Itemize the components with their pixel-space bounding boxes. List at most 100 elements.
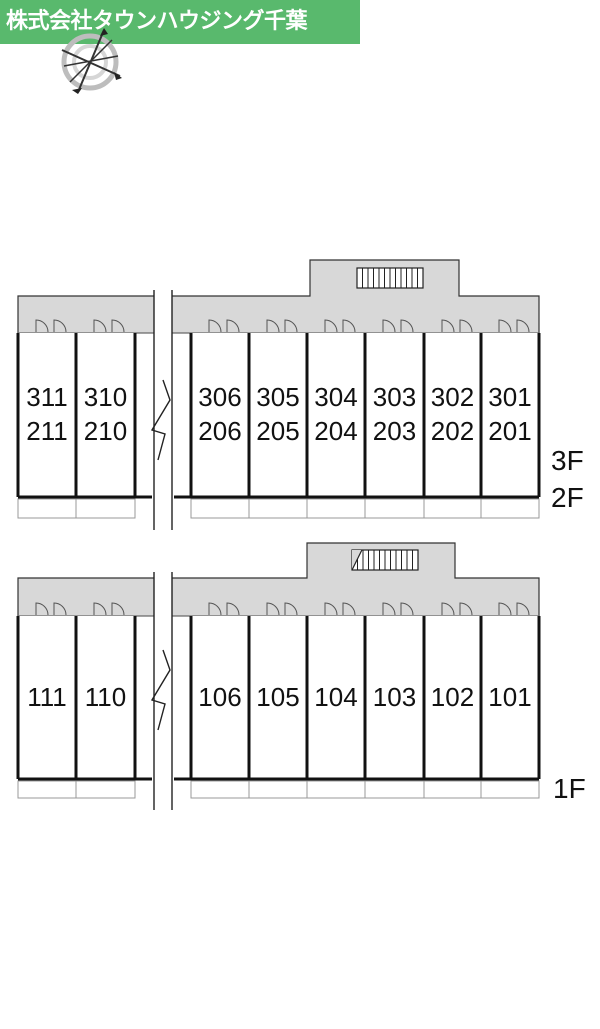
unit-number: 111 [27,682,67,712]
unit-number: 102 [431,682,474,712]
unit-number: 105 [256,682,299,712]
unit-cell [363,319,426,519]
door-icon [342,319,356,333]
door-icon [516,602,530,616]
corridor [17,542,540,617]
balcony [17,780,77,799]
balcony [306,498,366,519]
unit-number: 301 [488,382,531,412]
break-gap [154,290,172,530]
door-icon [226,319,240,333]
balcony [364,780,425,799]
balcony [423,498,482,519]
unit-room [307,616,365,779]
balcony [248,780,308,799]
unit-number: 311 [26,382,67,412]
door-icon [498,319,512,333]
door-icon [324,319,338,333]
unit-number: 202 [431,416,474,446]
door-icon [284,602,298,616]
balcony [423,780,482,799]
unit-room [424,616,481,779]
door-icon [226,602,240,616]
door-icon [35,602,49,616]
balcony [480,780,540,799]
unit-number: 204 [314,416,357,446]
unit-room [249,333,307,497]
door-icon [53,602,67,616]
balcony [190,780,250,799]
unit-room [191,333,249,497]
door-icon [498,602,512,616]
door-icon [342,602,356,616]
break-zigzag [150,649,171,731]
unit-room [365,616,424,779]
stairs-icon [351,549,419,571]
door-icon [93,602,107,616]
unit-room [481,616,539,779]
door-icon [53,319,67,333]
door-icon [284,319,298,333]
door-icon [516,319,530,333]
company-banner: 株式会社タウンハウジング千葉 [0,0,360,44]
balcony [190,498,250,519]
break-gap [154,572,172,810]
unit-number: 103 [373,682,416,712]
unit-number: 104 [314,682,357,712]
door-icon [400,319,414,333]
balcony [75,780,136,799]
compass-rose-icon [61,28,122,94]
unit-number: 206 [198,416,241,446]
unit-room [191,616,249,779]
door-icon [382,319,396,333]
unit-room [307,333,365,497]
door-icon [93,319,107,333]
floor-label-1f: 1F [553,773,586,804]
unit-number: 303 [373,382,416,412]
door-icon [35,319,49,333]
door-icon [441,602,455,616]
break-zigzag [150,379,171,461]
door-icon [111,319,125,333]
unit-room [18,616,76,779]
balcony [306,780,366,799]
door-icon [400,602,414,616]
stairs-icon [356,267,424,289]
unit-cell [16,319,78,519]
unit-number: 110 [85,682,126,712]
door-icon [266,602,280,616]
unit-number: 201 [488,416,531,446]
door-icon [208,319,222,333]
floor-label-3f: 3F [551,445,584,476]
corridor [17,259,540,334]
balcony [248,498,308,519]
unit-room [424,333,481,497]
door-icon [266,319,280,333]
floor-label-2f: 2F [551,482,584,513]
balcony [17,498,77,519]
unit-number: 305 [256,382,299,412]
company-name: 株式会社タウンハウジング千葉 [6,9,308,34]
unit-number: 211 [26,416,67,446]
unit-cell [479,319,541,519]
unit-room [76,616,135,779]
unit-number: 210 [84,416,127,446]
unit-room [365,333,424,497]
balcony [75,498,136,519]
unit-number: 205 [256,416,299,446]
door-icon [324,602,338,616]
door-icon [459,602,473,616]
unit-room [249,616,307,779]
door-icon [111,602,125,616]
balcony [364,498,425,519]
unit-room [76,333,135,497]
door-icon [382,602,396,616]
unit-number: 310 [84,382,127,412]
unit-number: 306 [198,382,241,412]
balcony [480,498,540,519]
unit-number: 304 [314,382,357,412]
door-icon [459,319,473,333]
unit-number: 203 [373,416,416,446]
